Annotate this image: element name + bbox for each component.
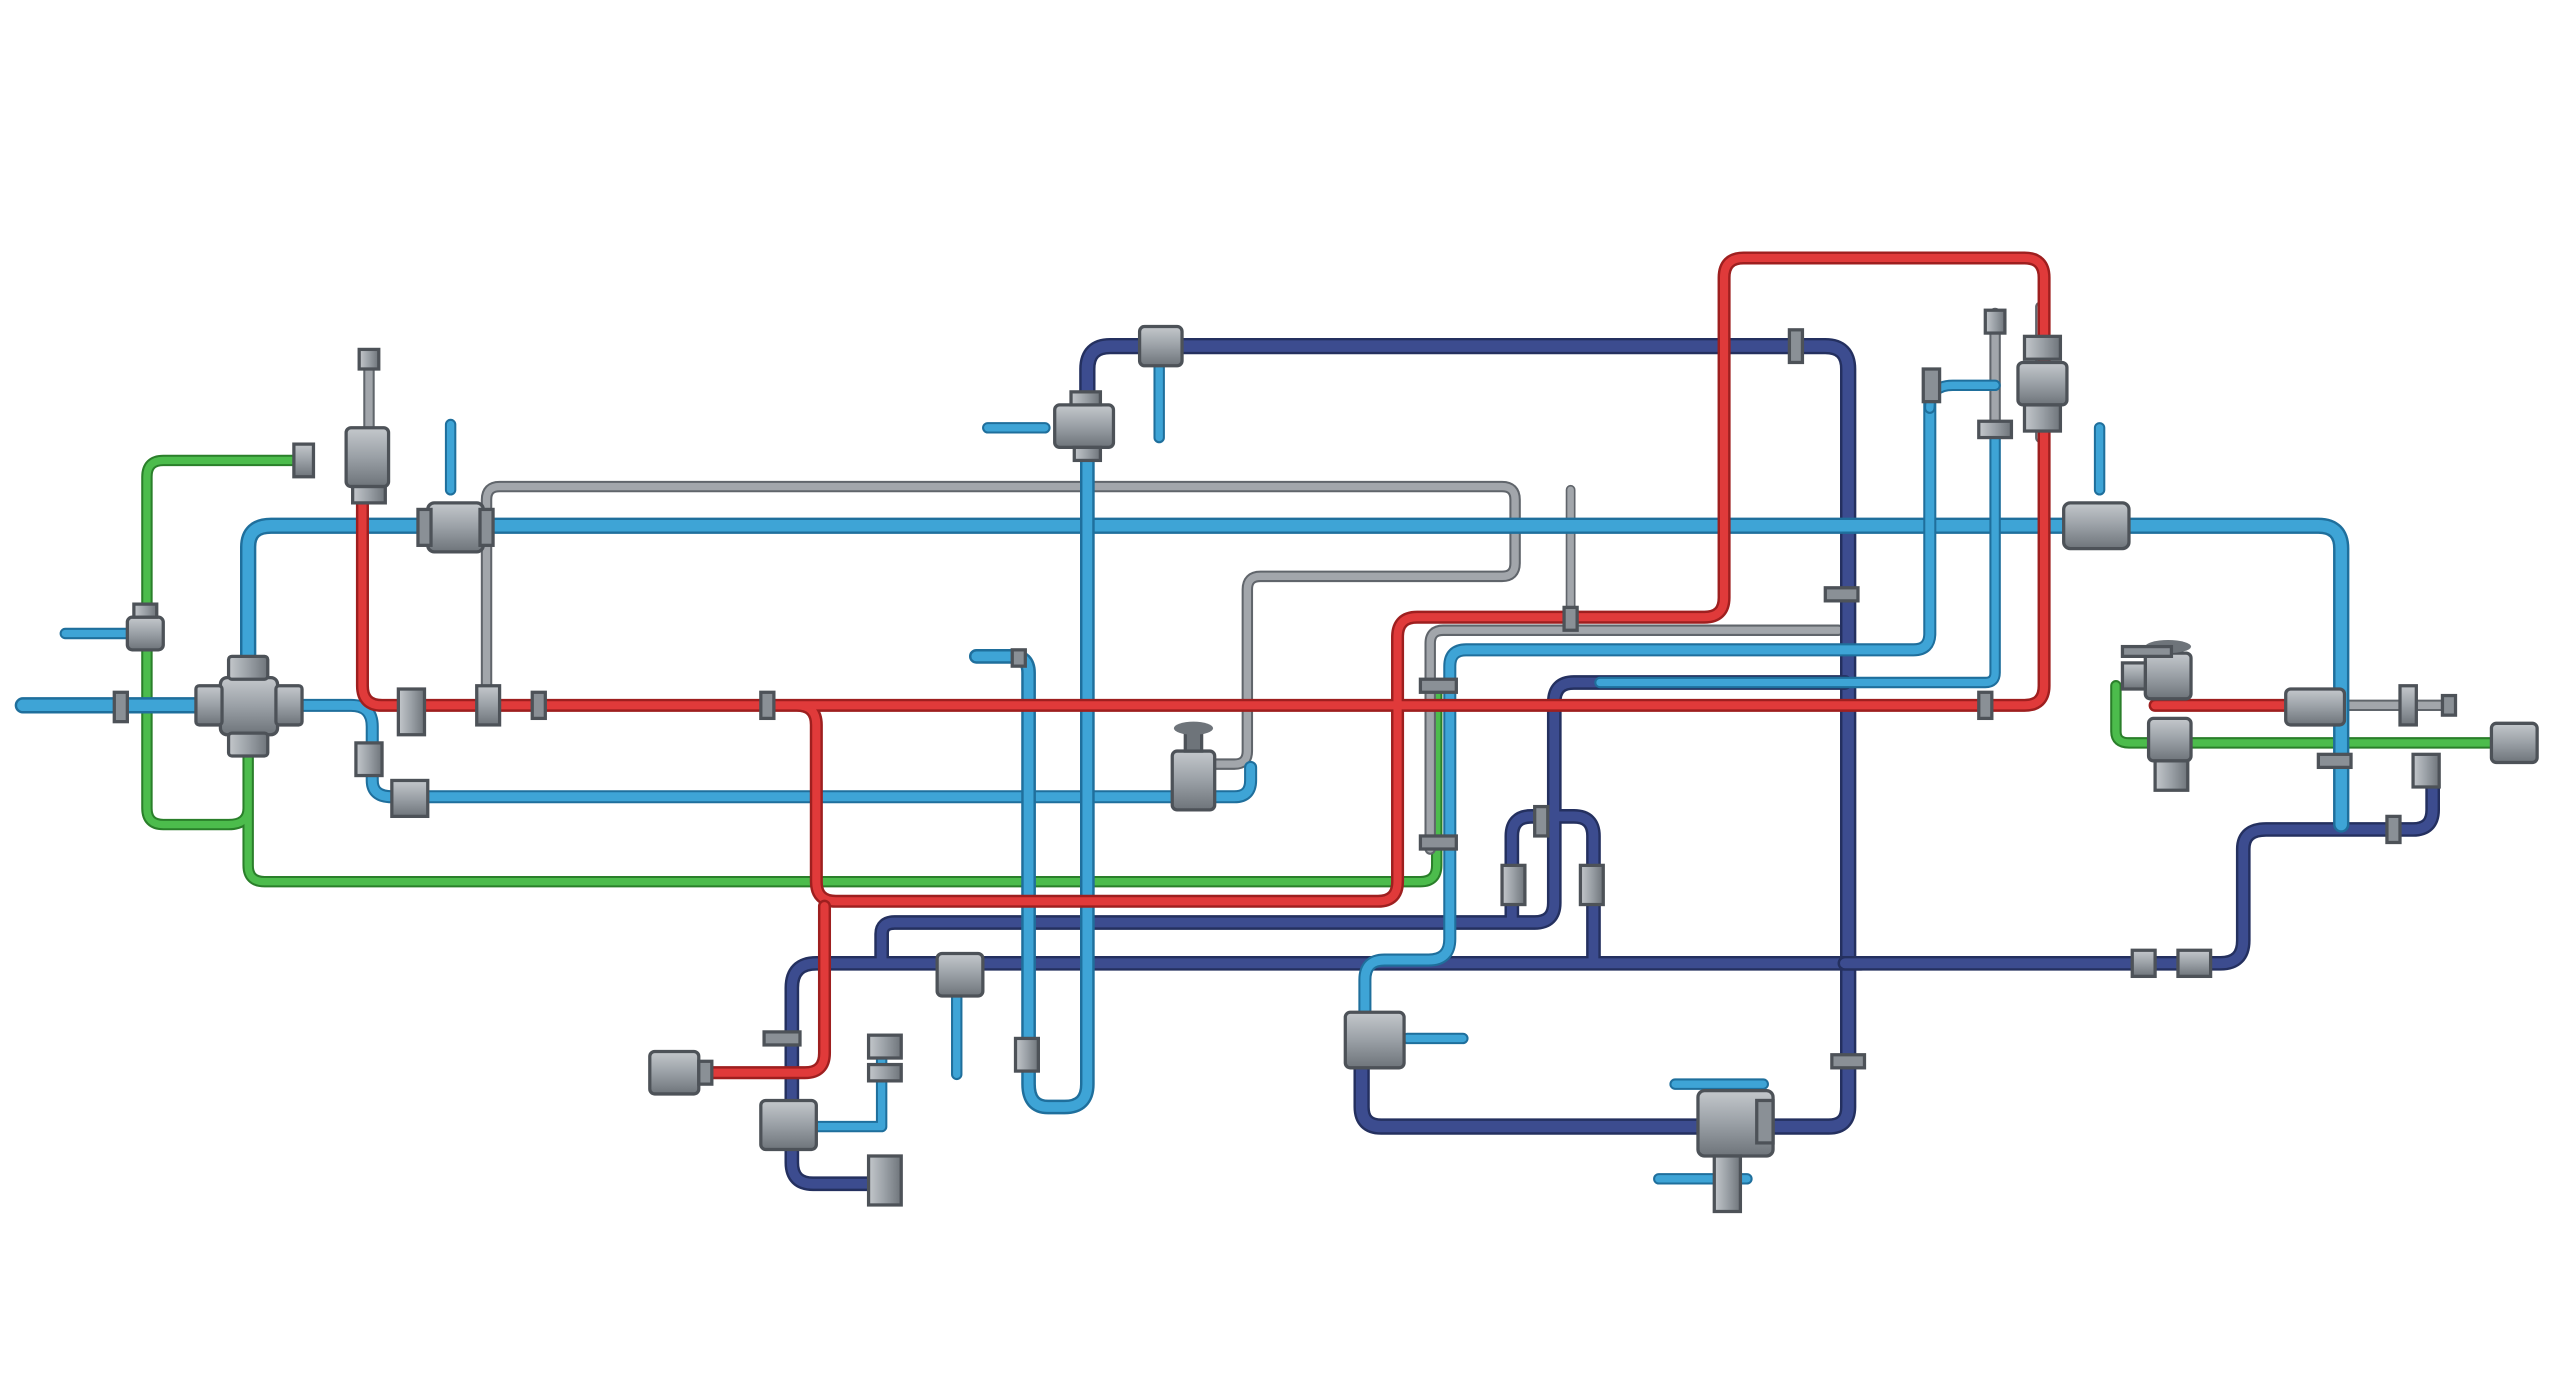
navy-pipe-right <box>1840 755 2438 969</box>
gray-pipe <box>482 482 1519 768</box>
green-pipe <box>143 456 1441 886</box>
gate-valve-mid <box>759 605 1579 812</box>
light-blue-handles <box>61 363 2104 1183</box>
cross-junction-fitting <box>194 654 304 758</box>
gate-valve-left <box>112 602 165 724</box>
fitting-navy-right <box>2130 814 2402 979</box>
fittings-layer <box>112 308 2539 1214</box>
valve-top-left <box>292 347 391 505</box>
valve-center-lower <box>935 648 1040 1073</box>
valve-lower-left <box>648 1030 903 1207</box>
navy-pipe-loop <box>1081 340 1854 1133</box>
green-pipe-right <box>2112 682 2502 747</box>
valve-main-line <box>354 501 547 819</box>
green-pipe-network <box>141 454 2504 888</box>
valve-cluster-right <box>2120 640 2539 792</box>
valve-navy-loop <box>1343 677 1867 1214</box>
navy-pipe-network <box>784 337 2440 1192</box>
gray-pipe-network <box>363 301 2455 855</box>
red-pipe-branch <box>673 701 2290 1077</box>
light-blue-pipe-mid <box>1360 384 1935 1025</box>
red-pipe-network <box>355 251 2293 1080</box>
valve-top-center <box>1053 324 1805 463</box>
gray-pipe-mid <box>1426 626 1843 853</box>
red-pipe <box>358 253 2049 906</box>
valve-upper-right <box>1823 308 2131 721</box>
